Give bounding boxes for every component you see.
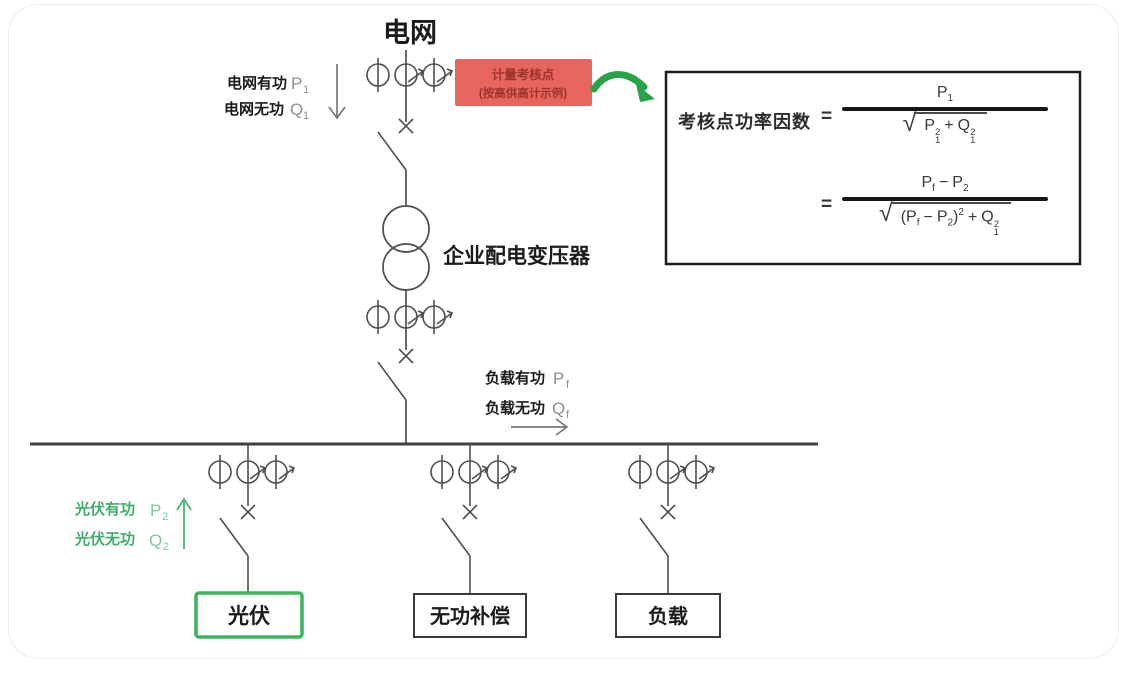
pv-box-label: 光伏 [227,604,270,628]
radical-icon: √ [902,109,917,138]
meter-icon [366,299,453,335]
minus-sign: − [923,208,933,226]
transformer-label: 企业配电变压器 [442,244,591,268]
grid-active-subscript: 1 [303,84,309,96]
disconnect-switch-icon [377,348,414,401]
curved-arrow-icon [590,71,655,102]
meter-icon [366,57,453,93]
equals-sign: = [821,194,833,215]
subscript-1: 1 [993,226,1000,238]
grid-reactive-label: 电网无功 [224,100,284,118]
grid-active-label: 电网有功 [227,74,287,92]
paren-open: ( [900,208,907,226]
load-active-subscript: f [566,379,570,391]
meter-icon [628,454,715,490]
var-p: P [936,208,948,226]
pv-reactive-subscript: 2 [163,541,169,553]
grid-reactive-symbol: Q [290,100,303,119]
subscript-1: 1 [947,93,954,105]
meter-icon [208,454,295,490]
pv-box [194,591,304,639]
badge-line1: 计量考核点 [492,67,555,82]
grid-reactive-subscript: 1 [303,110,309,122]
subscript-2: 2 [962,183,969,195]
pv-active-subscript: 2 [162,511,168,523]
load-active-label: 负载有功 [485,369,545,387]
var-p: P [924,117,935,135]
disconnect-switch-icon [441,504,478,557]
subscript-f: f [932,183,935,195]
load-reactive-label: 负载无功 [485,399,545,417]
subscript-1: 1 [970,135,976,147]
pv-active-symbol: P [150,501,161,520]
pv-active-label: 光伏有功 [74,500,135,518]
subscript-2: 2 [947,217,954,229]
formula-box-frame [664,70,1082,266]
superscript-2: 2 [993,218,1000,230]
fraction-bar [842,197,1048,202]
paren-close: ) [953,208,959,226]
load-box [615,593,721,638]
fraction-2-numerator: Pf−P2 [921,172,968,197]
grid-title: 电网 [383,18,437,48]
superscript-2: 2 [935,127,941,139]
badge-line2: (按高供高计示例) [479,86,567,100]
var-q: Q [957,117,971,135]
formula-label: 考核点功率因数 [678,112,811,132]
var-p: P [906,208,917,226]
meter-icon [430,454,517,490]
assessment-point-badge [455,59,592,106]
pv-reactive-symbol: Q [149,531,162,550]
pv-reactive-label: 光伏无功 [74,530,135,548]
equals-sign: = [821,106,833,127]
subscript-f: f [916,217,920,229]
load-active-symbol: P [553,369,564,388]
load-reactive-symbol: Q [552,399,565,418]
grid-active-symbol: P [291,74,302,93]
compensation-box [413,593,527,638]
disconnect-switch-icon [377,118,414,171]
radical-icon: √ [878,199,893,228]
superscript-2: 2 [958,207,964,219]
var-p: P [936,84,948,101]
minus-sign: − [938,174,949,191]
plus-sign: + [967,208,978,226]
subscript-1: 1 [935,135,941,147]
disconnect-switch-icon [639,504,676,557]
disconnect-switch-icon [219,504,256,557]
plus-sign: + [944,117,954,135]
compensation-box-label: 无功补偿 [430,604,510,628]
down-arrow-icon [328,64,346,120]
fraction-bar [842,107,1048,112]
var-p: P [921,174,933,191]
var-q: Q [981,208,994,226]
load-box-label: 负载 [648,604,688,628]
up-arrow-icon [176,497,192,549]
fraction-1-numerator: P1 [937,82,953,107]
superscript-2: 2 [970,127,976,139]
var-p: P [952,174,963,191]
load-reactive-subscript: f [566,409,570,421]
transformer-icon [382,205,430,291]
right-arrow-icon [511,418,569,436]
